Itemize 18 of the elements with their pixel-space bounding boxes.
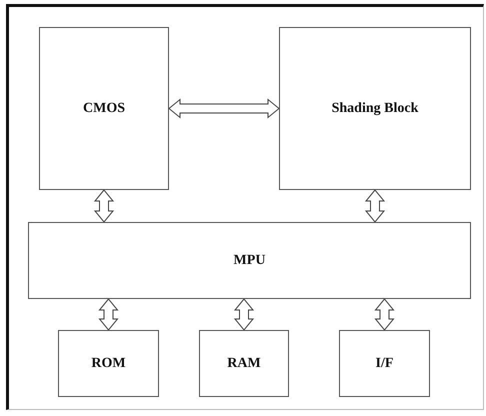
block-label: MPU [234, 252, 266, 268]
block-box [28, 222, 471, 299]
block-box [279, 27, 471, 190]
double-arrow [234, 298, 254, 331]
block-label: I/F [376, 356, 394, 372]
double-arrow [364, 189, 386, 223]
double-arrow [98, 298, 119, 331]
block-label: CMOS [83, 100, 125, 116]
double-arrow [168, 98, 280, 119]
block-box [199, 330, 289, 397]
block-label: RAM [227, 356, 261, 372]
block-box [39, 27, 169, 190]
block-label: Shading Block [332, 100, 418, 116]
double-arrow [94, 189, 114, 223]
block-label: ROM [91, 356, 126, 372]
double-arrow [374, 298, 395, 331]
block-box [58, 330, 159, 397]
block-box [339, 330, 430, 397]
